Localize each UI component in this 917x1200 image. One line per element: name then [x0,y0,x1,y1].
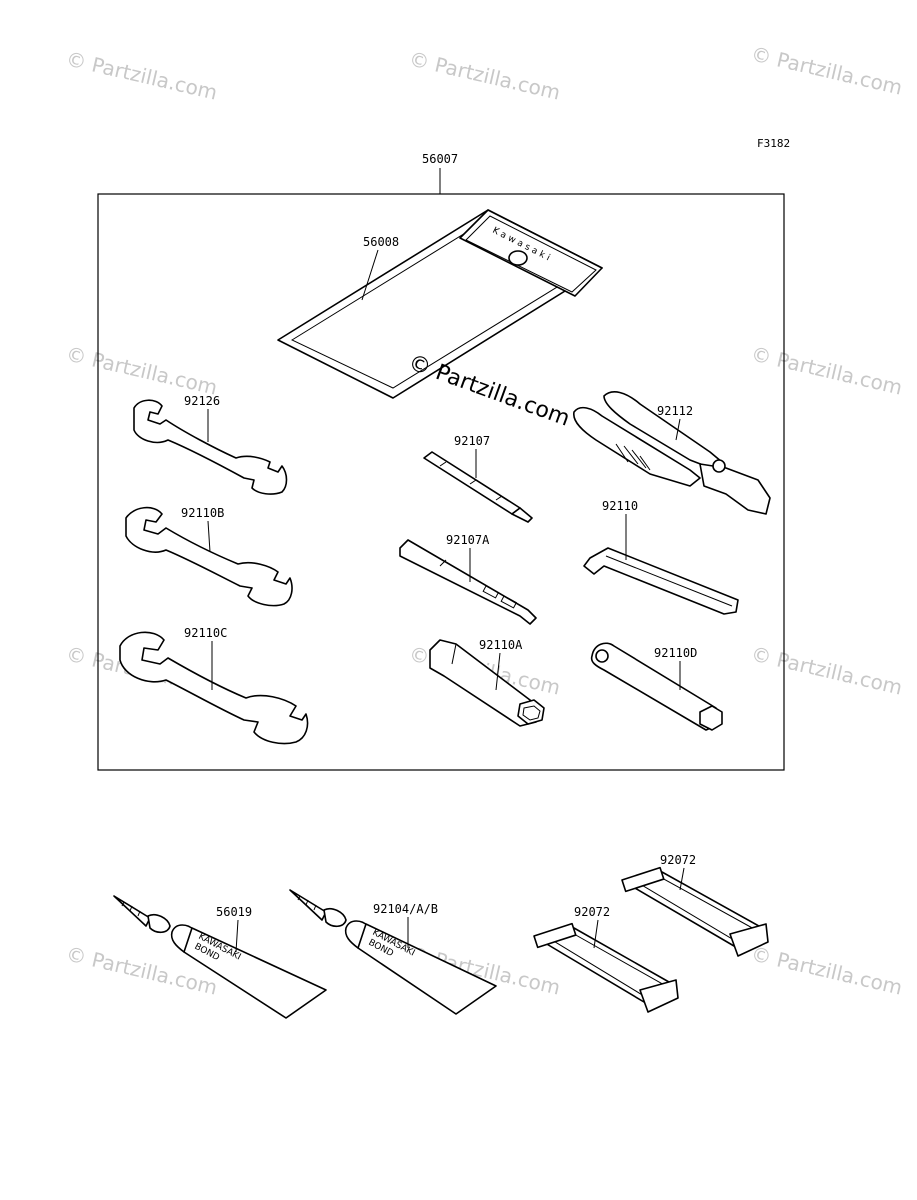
leader-56019 [235,919,239,953]
figure-code: F3182 [757,137,790,150]
part-label-92107[interactable]: 92107 [454,434,490,448]
socket-tube-hole [595,649,609,663]
part-label-92110a[interactable]: 92110A [479,638,523,652]
leader-92072-upper [679,867,685,891]
plug-wrench-hex-inner [522,705,541,721]
tool-case-flap [459,209,603,297]
part-label-92110b[interactable]: 92110B [181,506,224,520]
driver-detail [439,559,447,567]
pliers-jaw [699,463,771,515]
tool-case-snap-button [508,250,528,266]
open-end-wrench-92110b[interactable] [125,506,293,607]
watermark: © Partzilla.com [749,41,905,99]
plug-wrench-92110a[interactable] [429,639,545,727]
strap-buckle [639,979,679,1013]
socket-tube-hex-end [699,705,723,731]
strap-92072-upper[interactable] [621,866,769,957]
watermark: © Partzilla.com [407,46,563,104]
part-label-92110[interactable]: 92110 [602,499,638,513]
wrench-shape [119,631,309,745]
pliers-pivot [712,459,726,473]
pliers-grip-pattern [615,443,651,471]
bit-detail [469,479,477,485]
hex-key-edge [605,555,733,607]
strap-end [533,922,577,949]
driver-shaft [399,539,537,625]
tool-case-flap-edge [465,215,597,293]
nozzle [113,895,151,927]
bond-tube-56019[interactable]: KAWASAKI BOND [113,895,327,1019]
part-label-92110d[interactable]: 92110D [654,646,697,660]
part-label-56019[interactable]: 56019 [216,905,252,919]
open-end-wrench-92110c[interactable] [119,631,309,745]
part-label-56007[interactable]: 56007 [422,152,458,166]
part-label-92110c[interactable]: 92110C [184,626,227,640]
watermark: © Partzilla.com [749,641,905,699]
open-end-wrench-92126[interactable] [133,399,288,495]
part-label-56008[interactable]: 56008 [363,235,399,249]
hex-key-shape [583,547,739,615]
pliers-92112[interactable] [573,391,771,515]
leader-92110a [495,652,501,691]
nozzle-base [147,913,171,934]
part-label-92072-upper[interactable]: 92072 [660,853,696,867]
bit-detail [495,495,503,501]
part-label-92112[interactable]: 92112 [657,404,693,418]
plug-wrench-detail [451,643,457,665]
leader-56008 [361,249,379,301]
driver-detail [500,595,518,609]
part-label-92126[interactable]: 92126 [184,394,220,408]
strap-end [621,866,665,893]
watermark: © Partzilla.com [64,46,220,104]
bit-tip [511,507,533,523]
watermark: © Partzilla.com [749,341,905,399]
watermark: © Partzilla.com [64,341,220,399]
part-label-92107a[interactable]: 92107A [446,533,490,547]
part-label-92104-a-b[interactable]: 92104/A/B [373,902,438,916]
socket-tube-92110d[interactable] [590,642,723,731]
strap-buckle [729,923,769,957]
hex-key-92110[interactable] [583,547,739,615]
screwdriver-bit-92107[interactable] [423,451,533,523]
pliers-handle-lower [573,406,701,487]
leader-92110b [207,520,211,553]
nozzle-rings [297,895,317,911]
bit-detail [439,461,447,467]
watermark-layer: © Partzilla.com © Partzilla.com © Partzi… [64,41,905,999]
watermark: © Partzilla.com [749,941,905,999]
screwdriver-bit-92107a[interactable] [399,539,537,625]
tool-case[interactable]: Kawasaki [277,209,603,399]
center-watermark: © Partzilla.com [405,350,573,432]
tool-kit-frame [97,193,785,771]
strap-92072-lower[interactable] [533,922,679,1013]
tube-body [183,927,327,1019]
part-label-92072-lower[interactable]: 92072 [574,905,610,919]
nozzle [289,889,327,921]
tube-body [357,923,497,1015]
leader-92072-lower [593,919,599,949]
nozzle-rings [121,901,141,917]
wrench-shape [133,399,288,495]
wrench-shape [125,506,293,607]
leader-92112 [675,418,681,441]
tool-kit-group: 56007 [97,152,785,771]
nozzle-base [323,907,347,928]
driver-detail [482,585,500,599]
